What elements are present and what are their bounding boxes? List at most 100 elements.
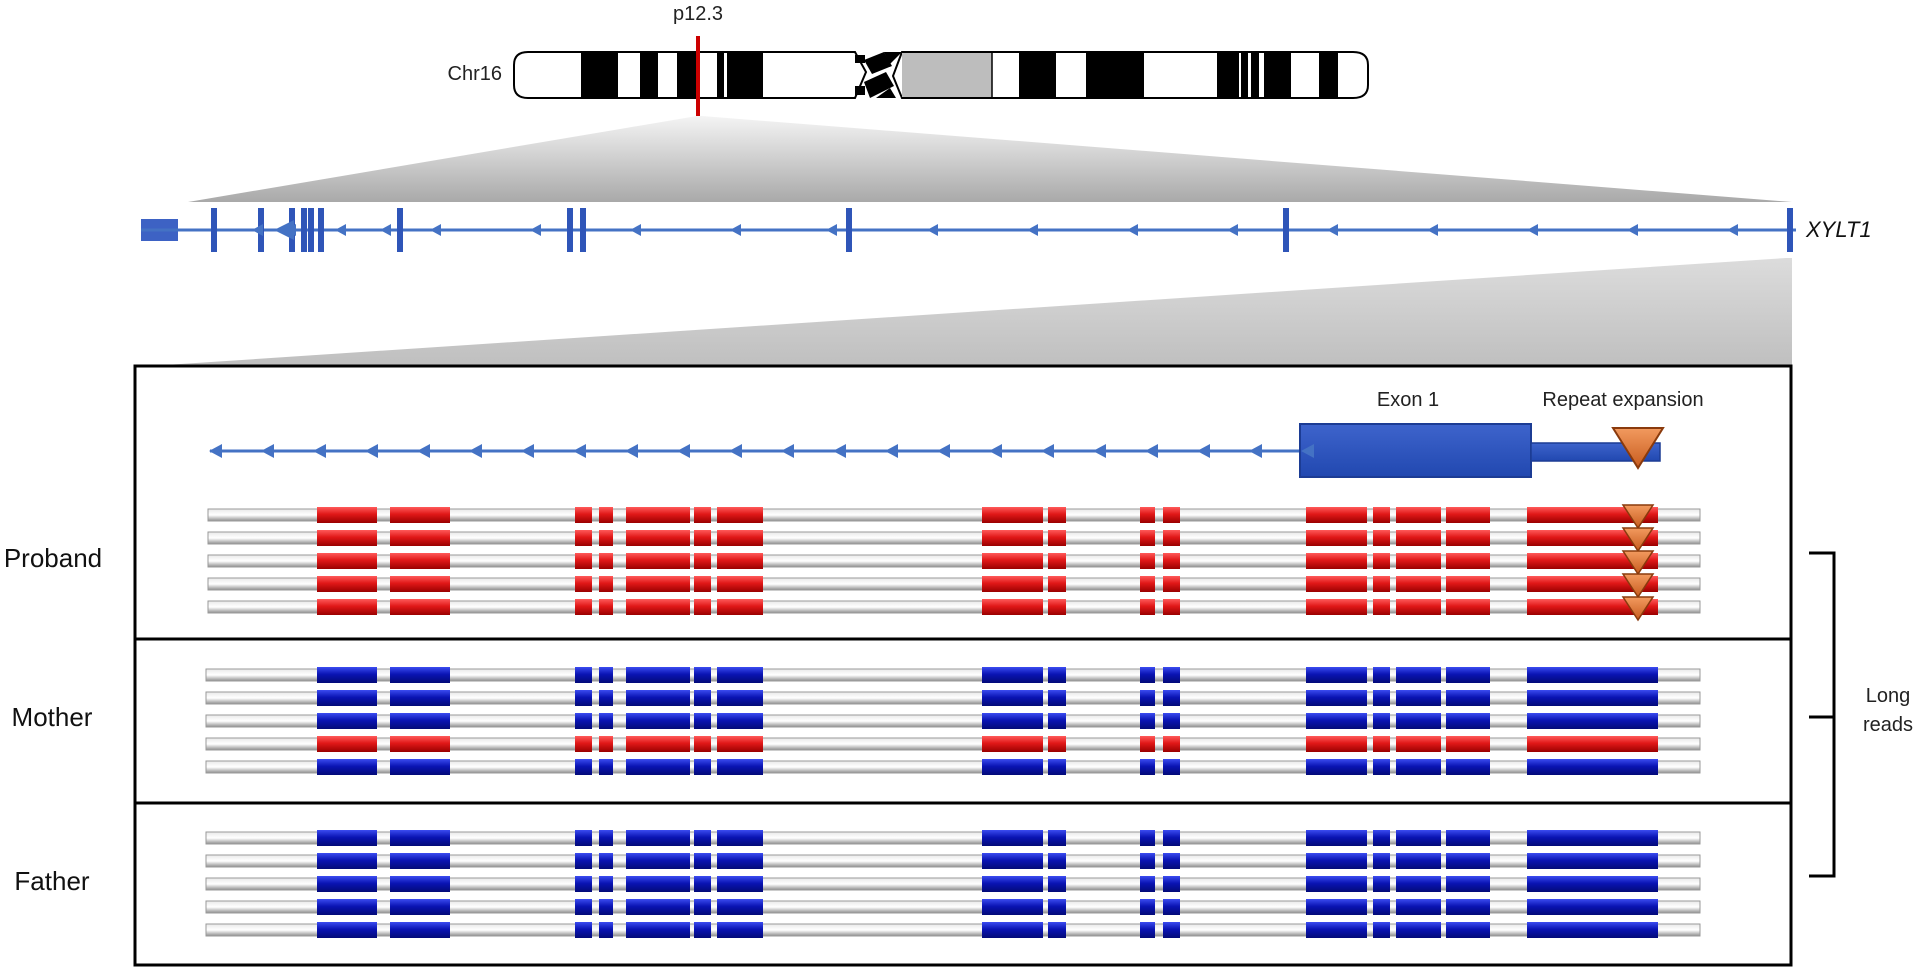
read-segment (1373, 667, 1390, 683)
centromere (864, 52, 902, 98)
long-reads-layer (205, 504, 1701, 938)
read-segment (1527, 553, 1658, 569)
read-segment (1527, 899, 1658, 915)
read-segment (717, 759, 763, 775)
read-segment (694, 736, 711, 752)
read-segment (390, 599, 450, 615)
read-segment (1163, 553, 1180, 569)
read-segment (575, 690, 592, 706)
read-segment (317, 876, 377, 892)
strand-arrow-icon (1145, 444, 1158, 458)
gene-exon (301, 208, 307, 252)
read-segment (1163, 922, 1180, 938)
long-read (205, 899, 1701, 915)
read-segment (1527, 576, 1658, 592)
read-segment (1396, 599, 1441, 615)
long-reads-bracket: Long reads (1809, 551, 1913, 878)
sample-label-father: Father (14, 866, 89, 896)
read-segment (1140, 576, 1155, 592)
read-segment (717, 667, 763, 683)
read-segment (694, 853, 711, 869)
read-segment (717, 553, 763, 569)
read-segment (390, 530, 450, 546)
strand-arrow-icon (937, 444, 950, 458)
strand-arrow-icon (285, 224, 296, 236)
read-segment (1140, 599, 1155, 615)
long-read (205, 713, 1701, 729)
read-segment (1373, 530, 1390, 546)
long-read (205, 830, 1701, 846)
gene-exon (1283, 208, 1289, 252)
read-segment (317, 899, 377, 915)
read-segment (599, 853, 613, 869)
read-segment (575, 759, 592, 775)
gene-exon (397, 208, 403, 252)
read-segment (575, 922, 592, 938)
repeat-expansion-icon (1621, 596, 1655, 622)
read-segment (982, 759, 1043, 775)
read-segment (1373, 553, 1390, 569)
gene-name-label: XYLT1 (1805, 217, 1872, 242)
read-segment (1306, 922, 1367, 938)
strand-arrow-icon (261, 444, 274, 458)
read-segment (1446, 876, 1490, 892)
read-segment (982, 853, 1043, 869)
read-segment (1527, 759, 1658, 775)
q-arm-bands (902, 52, 1338, 98)
read-segment (575, 830, 592, 846)
long-read (205, 667, 1701, 683)
read-segment (317, 922, 377, 938)
read-segment (1048, 690, 1066, 706)
strand-arrow-icon (1527, 224, 1538, 236)
read-segment (626, 599, 690, 615)
strand-arrow-icon (521, 444, 534, 458)
read-segment (390, 899, 450, 915)
read-segment (1396, 899, 1441, 915)
read-segment (1373, 690, 1390, 706)
read-segment (599, 876, 613, 892)
read-segment (1048, 713, 1066, 729)
gene-exon (567, 208, 573, 252)
read-segment (1140, 899, 1155, 915)
read-segment (599, 759, 613, 775)
read-segment (626, 507, 690, 523)
read-segment (694, 530, 711, 546)
read-segment (626, 530, 690, 546)
read-segment (982, 507, 1043, 523)
read-segment (1048, 736, 1066, 752)
read-segment (717, 736, 763, 752)
band-label: p12.3 (673, 3, 723, 25)
read-segment (1048, 507, 1066, 523)
read-segment (599, 576, 613, 592)
strand-arrow-icon (677, 444, 690, 458)
read-segment (1306, 853, 1367, 869)
repeat-expansion-icon (1621, 504, 1655, 530)
exon1-label: Exon 1 (1377, 389, 1439, 411)
read-segment (717, 853, 763, 869)
strand-arrow-icon (1041, 444, 1054, 458)
read-segment (1163, 876, 1180, 892)
read-segment (1306, 690, 1367, 706)
read-segment (1396, 553, 1441, 569)
read-segment (1527, 922, 1658, 938)
read-segment (1373, 507, 1390, 523)
read-segment (1048, 899, 1066, 915)
read-segment (982, 922, 1043, 938)
read-segment (1048, 853, 1066, 869)
long-read (205, 759, 1701, 775)
read-segment (1396, 690, 1441, 706)
read-segment (694, 599, 711, 615)
read-segment (1527, 876, 1658, 892)
read-segment (982, 553, 1043, 569)
strand-arrow-icon (313, 444, 326, 458)
read-segment (626, 759, 690, 775)
strand-arrow-icon (1093, 444, 1106, 458)
strand-arrow-icon (530, 224, 541, 236)
read-segment (317, 690, 377, 706)
read-segment (390, 690, 450, 706)
read-segment (982, 667, 1043, 683)
read-segment (1396, 576, 1441, 592)
repeat-expansion-icon (1611, 427, 1665, 470)
read-segment (575, 876, 592, 892)
long-read (205, 736, 1701, 752)
